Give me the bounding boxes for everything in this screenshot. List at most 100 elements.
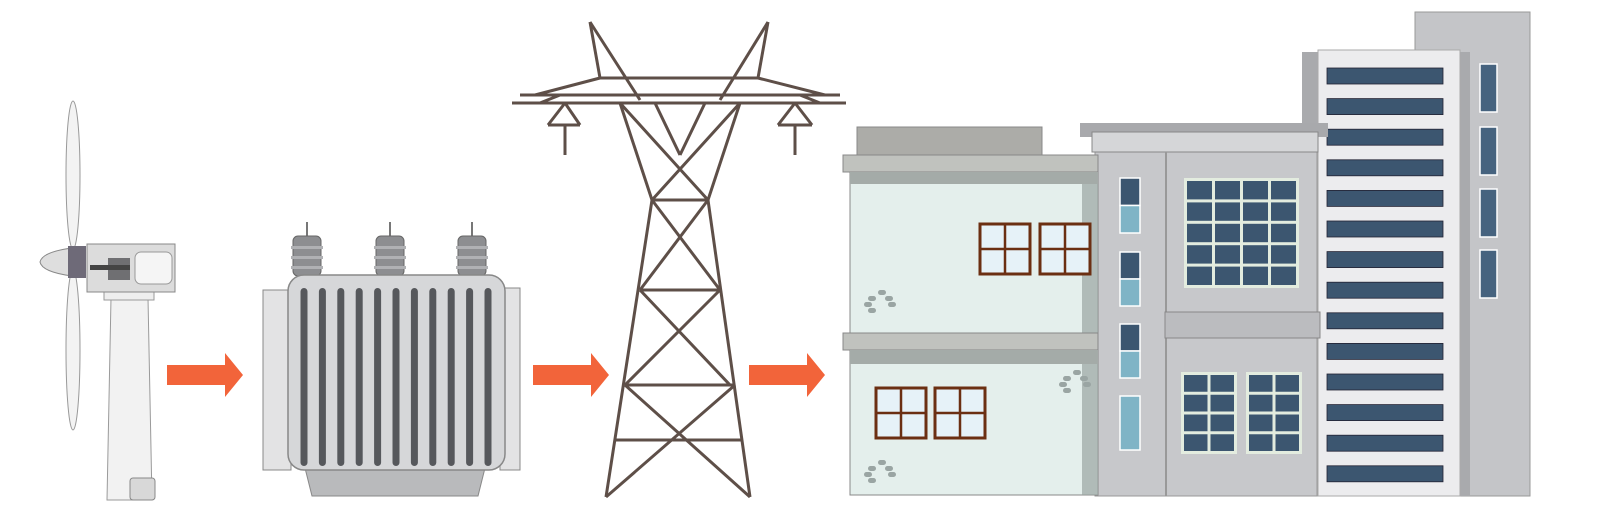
bushing-ring <box>456 256 488 259</box>
window-band <box>1326 281 1444 299</box>
tower-strut <box>653 102 682 156</box>
house-cornice-mid <box>842 332 1099 351</box>
window-pane <box>1184 394 1208 412</box>
window-pane <box>1271 245 1296 264</box>
tower-strut <box>563 102 582 126</box>
brick-detail <box>1080 376 1088 381</box>
window-pane <box>1187 202 1212 221</box>
window-pane <box>1243 223 1268 243</box>
window-pane <box>1243 266 1268 285</box>
tower-strut <box>650 101 742 202</box>
window-pane <box>1271 181 1296 200</box>
window-pane <box>1249 394 1273 412</box>
office-middle-band <box>1164 311 1321 339</box>
tower-strut <box>799 93 821 105</box>
buildings-icon <box>842 11 1531 497</box>
tower-strut <box>604 199 654 498</box>
transformer-base <box>304 467 486 497</box>
transformer-fin <box>447 288 455 466</box>
window-pane <box>1243 245 1268 264</box>
window-pane <box>1184 375 1208 392</box>
window-band <box>1326 98 1444 115</box>
window <box>1119 323 1141 352</box>
transformer-fin <box>392 288 400 466</box>
window-pane <box>1187 266 1212 285</box>
transformer-fin <box>300 288 308 466</box>
window-band <box>1326 465 1444 483</box>
tower-strut <box>539 93 561 105</box>
window-pane <box>1243 181 1268 200</box>
house-wall <box>849 164 1099 496</box>
tower-strut <box>650 199 722 291</box>
window-band <box>1326 434 1444 452</box>
brick-detail <box>885 296 893 301</box>
tower-strut <box>623 288 722 387</box>
house-side-shadow <box>1082 160 1098 495</box>
bushing-ring <box>291 266 323 269</box>
house-band-top <box>850 172 1098 184</box>
tower-strut <box>718 21 770 101</box>
house-band-mid <box>850 350 1098 364</box>
window <box>1119 278 1141 307</box>
brick-detail <box>1063 388 1071 393</box>
brick-detail <box>1059 382 1067 387</box>
window <box>1119 251 1141 280</box>
window-pane <box>1275 394 1299 412</box>
bushing-ring <box>291 246 323 249</box>
tower-strut <box>638 288 732 387</box>
turbine-tower-base <box>129 477 156 501</box>
window-pane <box>1271 202 1296 221</box>
brick-detail <box>888 472 896 477</box>
window-band <box>1326 251 1444 269</box>
tall-tower <box>1317 49 1461 497</box>
window-band <box>1326 342 1444 360</box>
arrow-right-icon <box>749 353 825 397</box>
office-cornice <box>1091 131 1319 153</box>
brick-detail <box>1083 382 1091 387</box>
window-pane <box>1184 434 1208 451</box>
transformer-side-left <box>262 289 292 471</box>
window <box>1119 350 1141 379</box>
transformer-fin <box>484 288 492 466</box>
window-band <box>1326 220 1444 238</box>
arrow-right-icon <box>533 353 609 397</box>
house-roof-box <box>856 126 1043 158</box>
window-pane <box>1210 394 1234 412</box>
transformer-fin <box>318 288 326 466</box>
turbine-blade-top <box>65 100 81 250</box>
window-pane <box>1249 375 1273 392</box>
window-pane <box>1215 266 1240 285</box>
turbine-generator <box>134 251 173 285</box>
window-pane <box>1184 414 1208 432</box>
tower-strut <box>678 102 707 156</box>
window-band <box>1326 312 1444 330</box>
window-pane <box>1275 414 1299 432</box>
brick-detail <box>878 460 886 465</box>
window-pane <box>1215 223 1240 243</box>
bushing-ring <box>374 246 406 249</box>
transformer-icon <box>262 222 521 497</box>
tower-strut <box>534 76 601 97</box>
brick-detail <box>885 466 893 471</box>
window-pane <box>1187 223 1212 243</box>
window-band <box>1326 128 1444 146</box>
window-pane <box>1271 266 1296 285</box>
window <box>1479 188 1498 238</box>
window-band <box>1326 159 1444 177</box>
transformer-fin <box>374 288 382 466</box>
window-pane <box>1187 181 1212 200</box>
window-pane <box>1210 375 1234 392</box>
house-cornice-top <box>842 154 1099 173</box>
window-pane <box>1215 181 1240 200</box>
window <box>1479 63 1498 113</box>
transformer-fin <box>410 288 418 466</box>
turbine-hub <box>68 246 86 278</box>
window-band <box>1326 373 1444 391</box>
window-pane <box>1187 245 1212 264</box>
window <box>1119 395 1141 451</box>
window-pane <box>1275 375 1299 392</box>
tower-strut <box>588 21 642 101</box>
tower-strut <box>706 102 742 201</box>
window <box>1479 249 1498 299</box>
